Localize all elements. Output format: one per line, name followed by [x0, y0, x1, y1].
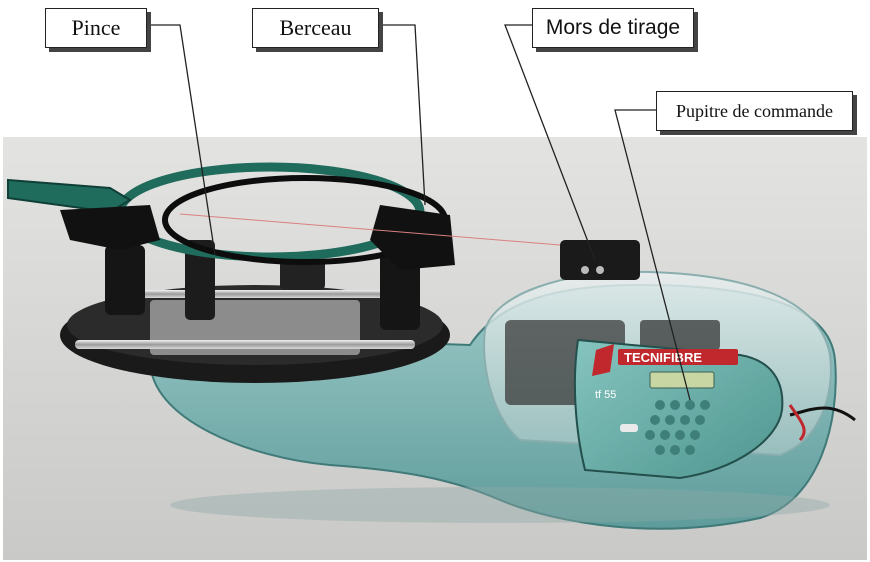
clamp-right — [380, 250, 420, 330]
enter-key[interactable] — [620, 424, 638, 432]
key[interactable] — [650, 415, 660, 425]
guide-rail-back — [110, 290, 420, 298]
key[interactable] — [670, 445, 680, 455]
key[interactable] — [700, 400, 710, 410]
clamp-support — [280, 260, 325, 290]
label-berceau: Berceau — [252, 8, 379, 48]
clamp-left — [105, 245, 145, 315]
label-pupitre-de-commande: Pupitre de commande — [656, 91, 853, 131]
lcd-display — [649, 371, 715, 389]
key[interactable] — [655, 400, 665, 410]
red-cable — [788, 404, 806, 442]
tension-string — [179, 213, 561, 246]
key[interactable] — [660, 430, 670, 440]
key[interactable] — [685, 400, 695, 410]
model-label: tf 55 — [595, 389, 616, 401]
internal-gear — [640, 320, 720, 350]
key[interactable] — [670, 400, 680, 410]
key[interactable] — [690, 430, 700, 440]
jaw-knob-2 — [596, 266, 604, 274]
key[interactable] — [655, 445, 665, 455]
brand-logo-icon — [592, 344, 614, 376]
label-pince: Pince — [45, 8, 147, 48]
racket-throat — [7, 178, 132, 214]
key[interactable] — [665, 415, 675, 425]
label-mors-de-tirage: Mors de tirage — [532, 8, 694, 48]
key[interactable] — [680, 415, 690, 425]
clamp-center — [185, 240, 215, 320]
base-shadow — [170, 487, 830, 523]
key[interactable] — [685, 445, 695, 455]
guide-rail-front — [75, 340, 415, 349]
keypad — [620, 400, 710, 455]
key[interactable] — [695, 415, 705, 425]
key[interactable] — [675, 430, 685, 440]
jaw-knob-1 — [581, 266, 589, 274]
cradle-right — [370, 205, 455, 270]
key[interactable] — [645, 430, 655, 440]
brand-name: TECNIFIBRE — [624, 350, 702, 365]
cradle-left — [60, 205, 160, 250]
